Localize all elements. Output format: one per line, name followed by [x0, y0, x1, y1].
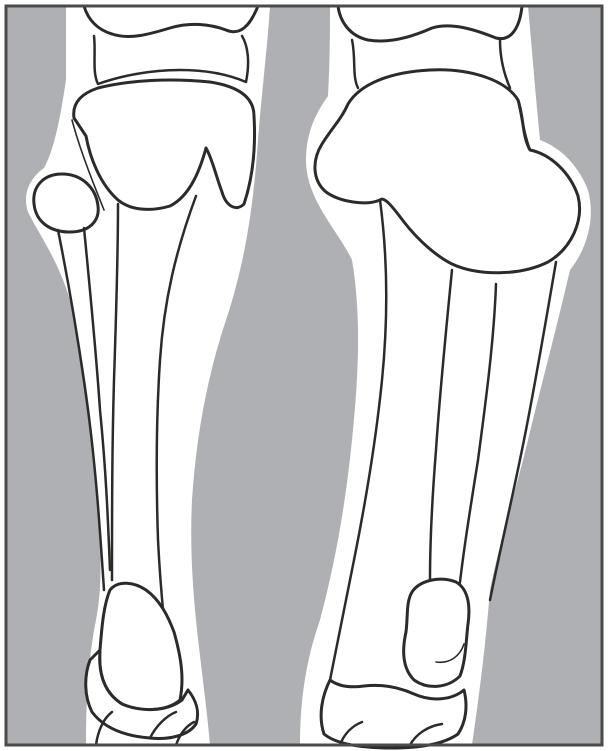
right-talus: [404, 579, 469, 686]
